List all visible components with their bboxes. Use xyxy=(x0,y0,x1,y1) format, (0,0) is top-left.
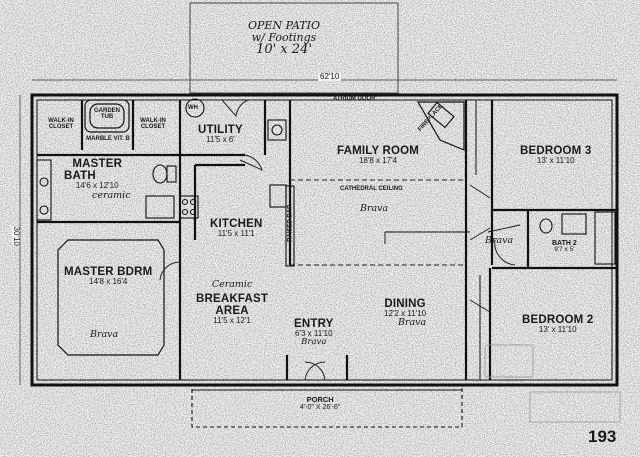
utility-label: UTILITY 11'5 x 6' xyxy=(198,124,243,144)
raised-bar-label: RAISED BAR xyxy=(287,204,294,242)
patio-note-line1: OPEN PATIO xyxy=(248,19,321,32)
breakfast-area-label: Ceramic BREAKFAST AREA 11'5 x 12'1 xyxy=(196,280,268,325)
master-bdrm-rug xyxy=(57,239,165,356)
marble-vit-label: MARBLE VIT. B xyxy=(86,136,130,142)
closet-lines xyxy=(475,100,481,380)
kitchen-fixtures xyxy=(179,119,295,267)
fireplace-symbol xyxy=(416,101,465,151)
interior-walls xyxy=(37,100,617,380)
water-heater xyxy=(185,98,205,118)
bedroom2-dim: 13' x 11'10 xyxy=(538,325,577,335)
dining-name: DINING xyxy=(384,298,426,310)
family-room-note: Brava xyxy=(360,203,389,214)
entry-label: ENTRY 6'3 x 11'10 Brava xyxy=(294,318,334,347)
cathedral-ceiling-label: CATHEDRAL CEILING xyxy=(340,186,403,192)
breakfast-name2: AREA xyxy=(215,305,249,318)
kitchen-name: KITCHEN xyxy=(210,218,263,230)
master-bath-note: ceramic xyxy=(92,189,131,201)
master-bath-name1: MASTER xyxy=(72,158,123,170)
bath2-name: BATH 2 xyxy=(552,240,577,247)
breakfast-name1: BREAKFAST xyxy=(196,292,269,305)
master-bath-label: MASTER BATH 14'6 x 12'10 ceramic xyxy=(64,158,131,200)
porch-name: PORCH xyxy=(306,395,334,404)
porch-outline xyxy=(191,384,463,428)
dining-label: DINING 12'2 x 11'10 Brava xyxy=(384,298,426,328)
patio-note-line3: 10' x 24' xyxy=(256,42,312,58)
patio-note-line2: w/ Footings xyxy=(251,30,317,44)
porch-dim: 4'-0" X 26'-6" xyxy=(300,403,341,411)
bedroom2-name: BEDROOM 2 xyxy=(522,314,594,326)
page-number: 193 xyxy=(588,427,617,446)
garden-tub xyxy=(84,99,130,133)
kitchen-dim: 11'5 x 11'1 xyxy=(217,229,255,239)
dining-note: Brava xyxy=(398,317,427,329)
bath2-label: BATH 2 9'7 x 5' xyxy=(552,240,577,254)
garden-tub-label: GARDEN TUB xyxy=(93,108,120,121)
annotation-arrows xyxy=(384,224,521,244)
breakfast-note: Ceramic xyxy=(211,279,253,290)
atrium-door-label: ATRIUM DOOR xyxy=(333,96,376,102)
kitchen-label: KITCHEN 11'5 x 11'1 xyxy=(210,218,263,238)
overall-width-label: 62'10 xyxy=(318,72,342,82)
breakfast-dim: 11'5 x 12'1 xyxy=(213,316,251,326)
watermark xyxy=(484,344,621,423)
door-swings xyxy=(159,99,516,381)
bedroom3-name: BEDROOM 3 xyxy=(520,145,592,157)
master-bdrm-name: MASTER BDRM xyxy=(64,266,153,278)
wh-label: WH xyxy=(188,105,198,111)
bath2-dim: 9'7 x 5' xyxy=(554,246,575,254)
master-bath-dim: 14'6 x 12'10 xyxy=(75,181,119,191)
master-bdrm-dim: 14'8 x 16'4 xyxy=(89,277,128,287)
entry-dim: 6'3 x 11'10 xyxy=(294,329,333,339)
bedroom2-label: BEDROOM 2 13' x 11'10 xyxy=(522,314,593,334)
master-bath-name2: BATH xyxy=(64,170,96,183)
walk-in-closet-right-label: WALK-IN CLOSET xyxy=(140,118,166,131)
utility-name: UTILITY xyxy=(198,124,243,136)
family-room-dim: 18'8 x 17'4 xyxy=(358,156,398,166)
cathedral-ceiling-lines xyxy=(290,179,466,266)
walk-in-closet-left-label: WALK-IN CLOSET xyxy=(48,118,74,131)
porch-label: PORCH 4'-0" X 26'-6" xyxy=(300,396,340,411)
entry-note: Brava xyxy=(301,337,327,348)
hall-note: Brava xyxy=(485,235,514,246)
patio-note: OPEN PATIO w/ Footings 10' x 24' xyxy=(248,20,320,57)
overall-depth-label: 30'10 xyxy=(11,226,21,246)
entry-name: ENTRY xyxy=(294,318,334,330)
family-room-label: FAMILY ROOM 18'8 x 17'4 xyxy=(337,145,419,165)
bath2-fixtures xyxy=(539,211,616,265)
master-bath-fixtures xyxy=(36,159,177,221)
bedroom3-dim: 13' x 11'10 xyxy=(536,156,575,166)
utility-dim: 11'5 x 6' xyxy=(206,135,235,145)
dining-dim: 12'2 x 11'10 xyxy=(384,309,427,319)
master-bdrm-note: Brava xyxy=(90,329,119,340)
patio-outline xyxy=(189,2,399,94)
exterior-walls xyxy=(30,93,619,387)
master-bdrm-label: MASTER BDRM 14'8 x 16'4 xyxy=(64,266,152,286)
family-room-name: FAMILY ROOM xyxy=(337,145,420,157)
bedroom3-label: BEDROOM 3 13' x 11'10 xyxy=(520,145,591,165)
